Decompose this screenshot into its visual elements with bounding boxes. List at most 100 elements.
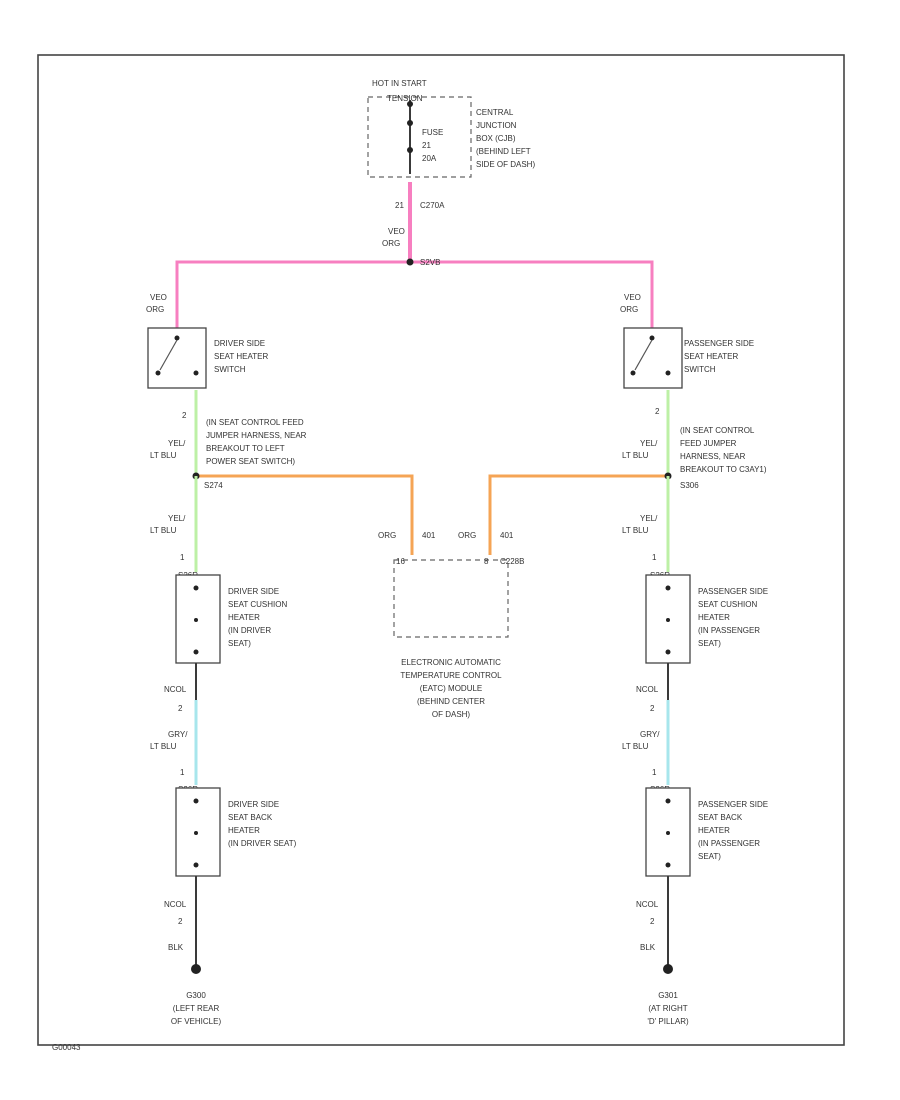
- fuse-node-2: [407, 147, 413, 153]
- right-cushion-line-2: SEAT CUSHION: [698, 600, 757, 609]
- left-back-line-3: HEATER: [228, 826, 260, 835]
- right-orange-wire: [488, 474, 668, 555]
- left-switch-line-3: SWITCH: [214, 365, 246, 374]
- right-switch-contact-bottom: [665, 370, 671, 376]
- eatc-left-pin: 16: [396, 557, 405, 566]
- right-back-line-4: (IN PASSENGER: [698, 839, 760, 848]
- left-switch-contact-top: [174, 335, 180, 341]
- left-back-pin-top: 1: [180, 768, 185, 777]
- right-harness-line-2: FEED JUMPER: [680, 439, 737, 448]
- left-branch: VEO ORG DRIVER SIDE SEAT HEATER SWITCH 2…: [146, 293, 414, 1026]
- pink-bus-wire: [175, 260, 654, 330]
- left-cushion-line-1: DRIVER SIDE: [228, 587, 279, 596]
- left-switch-pivot: [155, 370, 161, 376]
- left-switch-line-2: SEAT HEATER: [214, 352, 268, 361]
- left-harness-line-3: BREAKOUT TO LEFT: [206, 444, 285, 453]
- left-ground-line-2: OF VEHICLE): [171, 1017, 222, 1026]
- right-cushion-pin-bottom: 2: [650, 704, 655, 713]
- eatc-line-1: ELECTRONIC AUTOMATIC: [401, 658, 501, 667]
- eatc-right-wire-color: ORG: [458, 531, 476, 540]
- diagram-frame: [37, 54, 845, 1046]
- left-orange-wire: [196, 474, 414, 555]
- right-harness-line-4: BREAKOUT TO C3AY1): [680, 465, 767, 474]
- left-cushion-line-5: SEAT): [228, 639, 251, 648]
- left-wire2-code: YEL/: [168, 514, 186, 523]
- eatc-module: ORG 401 ORG 401 16 8 C228B ELECTRONIC AU…: [378, 531, 524, 719]
- right-wire1-code: YEL/: [640, 439, 658, 448]
- right-switch-contact-top: [649, 335, 655, 341]
- passenger-seat-heater-switch: [623, 327, 683, 389]
- main-feed-connector: C270A: [420, 201, 445, 210]
- cjb-line-5: SIDE OF DASH): [476, 160, 535, 169]
- right-back-pin-bottom: 2: [650, 917, 655, 926]
- right-cushion-element: [666, 618, 670, 622]
- left-cushion-line-3: HEATER: [228, 613, 260, 622]
- left-switch-pin: 2: [182, 411, 187, 420]
- right-ground-point: [663, 964, 673, 974]
- right-wire3-code: GRY/: [640, 730, 660, 739]
- main-splice-label: S2VB: [420, 258, 440, 267]
- left-back-terminal-bottom: [193, 862, 199, 868]
- left-back-line-2: SEAT BACK: [228, 813, 273, 822]
- diagram-footer-id: G00043: [52, 1043, 81, 1052]
- right-wire2-code: YEL/: [640, 514, 658, 523]
- left-ground-wire-color: BLK: [168, 943, 184, 952]
- right-cushion-line-3: HEATER: [698, 613, 730, 622]
- left-ground-line-1: (LEFT REAR: [173, 1004, 220, 1013]
- right-switch-line-2: SEAT HEATER: [684, 352, 738, 361]
- right-back-terminal-bottom: [665, 862, 671, 868]
- eatc-line-4: (BEHIND CENTER: [417, 697, 485, 706]
- right-ground-line-2: 'D' PILLAR): [647, 1017, 689, 1026]
- right-switch-pin: 2: [655, 407, 660, 416]
- eatc-left-wire-color: ORG: [378, 531, 396, 540]
- eatc-connector: C228B: [500, 557, 524, 566]
- eatc-line-3: (EATC) MODULE: [420, 684, 483, 693]
- right-switch-pivot: [630, 370, 636, 376]
- left-splice-label: S274: [204, 481, 223, 490]
- right-cushion-bottom-conn: NCOL: [636, 685, 659, 694]
- left-ground-id: G300: [186, 991, 206, 1000]
- fuse-label: FUSE: [422, 128, 443, 137]
- left-wire2-color: LT BLU: [150, 526, 177, 535]
- main-splice-dot: [406, 258, 414, 266]
- eatc-module-outline: [393, 559, 509, 638]
- eatc-left-wire-circuit: 401: [422, 531, 436, 540]
- left-back-line-4: (IN DRIVER SEAT): [228, 839, 297, 848]
- right-cushion-line-4: (IN PASSENGER: [698, 626, 760, 635]
- left-cushion-line-4: (IN DRIVER: [228, 626, 271, 635]
- fuse-rating: 20A: [422, 154, 437, 163]
- driver-seat-cushion-heater: [175, 574, 221, 664]
- left-cushion-terminal-top: [193, 585, 199, 591]
- eatc-right-wire-circuit: 401: [500, 531, 514, 540]
- right-splice-label: S306: [680, 481, 699, 490]
- right-back-line-5: SEAT): [698, 852, 721, 861]
- main-feed-code: VEO: [388, 227, 405, 236]
- fuse-block: HOT IN START TENSION FUSE 21 20A CENTRAL…: [367, 79, 535, 178]
- right-harness-line-3: HARNESS, NEAR: [680, 452, 746, 461]
- left-harness-line-2: JUMPER HARNESS, NEAR: [206, 431, 307, 440]
- right-ground-line-1: (AT RIGHT: [648, 1004, 687, 1013]
- right-harness-line-1: (IN SEAT CONTROL: [680, 426, 755, 435]
- right-back-element: [666, 831, 670, 835]
- right-ground-id: G301: [658, 991, 678, 1000]
- left-switch-arm: [159, 339, 178, 371]
- left-cushion-element: [194, 618, 198, 622]
- cjb-line-3: BOX (CJB): [476, 134, 516, 143]
- left-wire3-code: GRY/: [168, 730, 188, 739]
- left-back-element: [194, 831, 198, 835]
- right-back-bottom-conn: NCOL: [636, 900, 659, 909]
- right-ground-wire-color: BLK: [640, 943, 656, 952]
- right-back-pin-top: 1: [652, 768, 657, 777]
- left-wire3-color: LT BLU: [150, 742, 177, 751]
- cjb-line-1: CENTRAL: [476, 108, 514, 117]
- right-cushion-line-1: PASSENGER SIDE: [698, 587, 768, 596]
- left-switch-wire-color: ORG: [146, 305, 164, 314]
- left-back-terminal-top: [193, 798, 199, 804]
- left-ground-point: [191, 964, 201, 974]
- left-cushion-pin-top: 1: [180, 553, 185, 562]
- left-cushion-bottom-conn: NCOL: [164, 685, 187, 694]
- fuse-number: 21: [422, 141, 431, 150]
- left-harness-line-1: (IN SEAT CONTROL FEED: [206, 418, 304, 427]
- left-cushion-pin-bottom: 2: [178, 704, 183, 713]
